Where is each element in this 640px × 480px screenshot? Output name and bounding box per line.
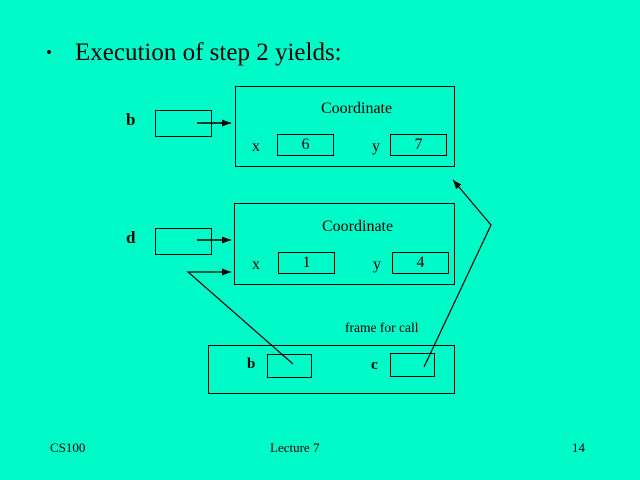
coordinate-2-field-x-label: x [252, 256, 260, 273]
frame-slot-b-label: b [247, 356, 256, 372]
coordinate-2-class-name: Coordinate [322, 218, 394, 235]
coordinate-1-field-x-label: x [252, 138, 260, 155]
coordinate-1-field-x-value: 6 [277, 134, 334, 156]
footer-page-number: 14 [572, 440, 585, 455]
frame-caption: frame for call [345, 320, 419, 335]
coordinate-object-1: Coordinate x 6 y 7 [235, 86, 455, 167]
coordinate-2-field-y-label: y [373, 256, 381, 273]
slide-title: Execution of step 2 yields: [75, 39, 342, 66]
coordinate-object-2: Coordinate x 1 y 4 [234, 203, 455, 285]
coordinate-2-field-y-value: 4 [392, 252, 449, 274]
coordinate-2-field-x-value: 1 [278, 252, 335, 274]
variable-b-pointer-box [155, 110, 212, 137]
coordinate-1-field-y-label: y [372, 138, 380, 155]
footer-lecture: Lecture 7 [270, 440, 320, 455]
bullet-icon: • [46, 43, 52, 62]
call-frame-box: b c [208, 345, 455, 394]
variable-b-label: b [126, 110, 136, 129]
coordinate-1-class-name: Coordinate [321, 100, 393, 117]
frame-slot-c-label: c [371, 357, 378, 373]
coordinate-1-field-y-value: 7 [390, 134, 447, 156]
variable-d-label: d [126, 228, 136, 247]
variable-d-pointer-box [155, 228, 212, 255]
footer-course: CS100 [50, 440, 86, 455]
frame-slot-c-box [390, 353, 435, 377]
frame-slot-b-box [267, 354, 312, 378]
